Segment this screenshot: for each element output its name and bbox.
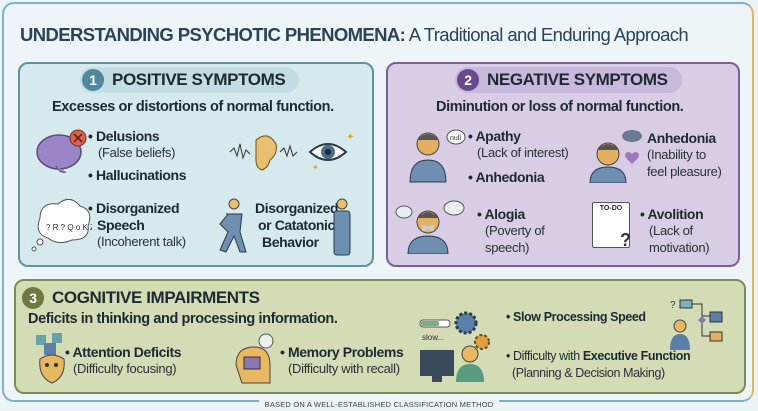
negative-symptoms-panel xyxy=(386,62,740,267)
section-heading: POSITIVE SYMPTOMS xyxy=(112,70,286,89)
bubble-letters: ? R ? Q o K Z F xyxy=(46,223,92,232)
decision-flowchart-icon: ? xyxy=(670,299,723,350)
svg-text:✦: ✦ xyxy=(346,132,354,143)
item-executive-function: • Difficulty with Executive Function xyxy=(506,349,691,363)
ear-eye-icon: ✦✦ xyxy=(229,132,354,172)
cognitive-impairments-panel xyxy=(14,279,746,394)
section-number-badge: 1 xyxy=(82,69,104,91)
item-disorganized-behavior: Disorganized xyxy=(255,200,339,216)
puzzle-head-icon xyxy=(36,333,65,384)
page-title: UNDERSTANDING PSYCHOTIC PHENOMENA: A Tra… xyxy=(20,24,689,45)
item-desc: (Lack of interest) xyxy=(477,145,569,160)
sad-person-rain-cloud-icon xyxy=(589,130,642,183)
item-label-line: Speech xyxy=(97,217,145,233)
item-apathy: • Apathy xyxy=(468,128,521,144)
item-desc: speech) xyxy=(485,240,530,255)
footer-note: BASED ON A WELL-ESTABLISHED CLASSIFICATI… xyxy=(0,400,758,409)
section-heading: COGNITIVE IMPAIRMENTS xyxy=(52,288,260,307)
section-subtitle: Excesses or distortions of normal functi… xyxy=(52,99,334,115)
item-avolition: • Avolition xyxy=(640,206,704,222)
item-desc: (Difficulty focusing) xyxy=(73,361,177,376)
slow-label: slow... xyxy=(422,333,444,342)
item-desc: motivation) xyxy=(649,240,710,255)
item-memory-problems: • Memory Problems xyxy=(280,344,404,360)
item-desc: (False beliefs) xyxy=(98,145,176,160)
item-anhedonia-detail: Anhedonia xyxy=(647,130,716,146)
item-desc: (Lack of xyxy=(649,223,693,238)
item-desc: (Planning & Decision Making) xyxy=(512,366,665,380)
item-label-line: or Catatonic xyxy=(258,217,335,233)
item-slow-processing-speed: • Slow Processing Speed xyxy=(506,310,646,324)
item-delusions: • Delusions xyxy=(88,128,160,144)
item-desc: (Inability to xyxy=(647,147,706,162)
apathetic-person-icon: null xyxy=(409,129,466,183)
section-subtitle: Deficits in thinking and processing info… xyxy=(28,311,338,327)
agitated-figure-icon xyxy=(219,198,247,253)
item-desc: feel pleasure) xyxy=(647,164,722,179)
item-attention-deficits: • Attention Deficits xyxy=(65,344,182,360)
item-label-line: Behavior xyxy=(262,234,319,250)
item-desc: (Difficulty with recall) xyxy=(288,361,400,376)
null-speech-bubble: null xyxy=(450,135,461,142)
silenced-person-icon xyxy=(395,200,465,254)
item-anhedonia: • Anhedonia xyxy=(468,169,545,185)
thought-bubble-icon: ? R ? Q o K Z F xyxy=(31,199,92,252)
cognitive-impairments-header: 3 COGNITIVE IMPAIRMENTS xyxy=(20,285,274,311)
todo-label: TO-DO xyxy=(599,205,623,212)
svg-text:✦: ✦ xyxy=(312,163,319,172)
section-heading: NEGATIVE SYMPTOMS xyxy=(487,70,668,89)
positive-symptoms-header: 1 POSITIVE SYMPTOMS xyxy=(80,67,300,93)
memory-head-icon xyxy=(235,333,274,384)
item-desc: (Poverty of xyxy=(485,223,545,238)
item-desc: (Incoherent talk) xyxy=(97,234,186,249)
section-number-badge: 3 xyxy=(22,287,44,309)
brain-icon xyxy=(36,129,87,173)
negative-symptoms-header: 2 NEGATIVE SYMPTOMS xyxy=(455,67,682,93)
item-alogia: • Alogia xyxy=(477,206,525,222)
item-disorganized-speech: • Disorganized xyxy=(88,200,180,216)
section-number-badge: 2 xyxy=(457,69,479,91)
standing-figure-icon xyxy=(333,198,351,256)
todo-list-icon: TO-DO ? xyxy=(592,202,631,250)
slow-computer-icon: slow... xyxy=(419,311,490,382)
item-hallucinations: • Hallucinations xyxy=(88,167,187,183)
svg-text:?: ? xyxy=(670,300,676,311)
section-subtitle: Diminution or loss of normal function. xyxy=(436,99,684,115)
